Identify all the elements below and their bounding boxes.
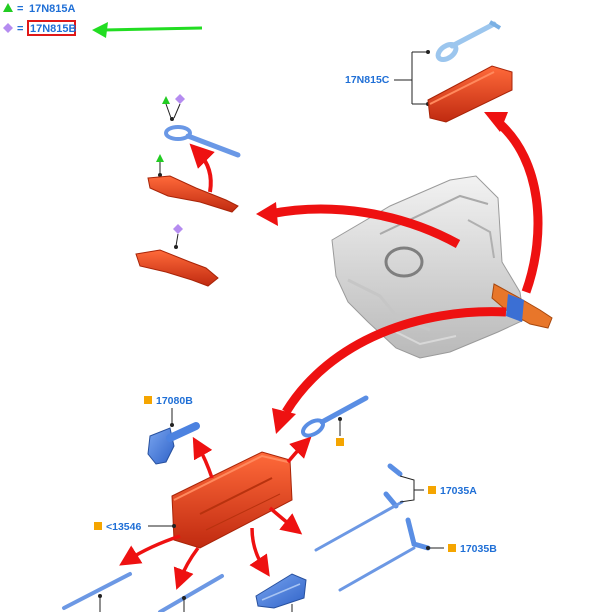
legend: = 17N815A = 17N815B xyxy=(3,3,203,38)
highlight-box xyxy=(27,20,76,36)
purple-diamond-marker xyxy=(175,94,185,104)
blue-wedge-block-icon xyxy=(255,573,307,612)
red-storage-tray-icon xyxy=(427,65,513,123)
purple-diamond-marker xyxy=(3,23,13,33)
green-triangle-marker xyxy=(156,154,164,162)
blue-lug-wrench-icon xyxy=(314,463,404,552)
marker-hook xyxy=(336,417,344,446)
legend-row-17n815b: = 17N815B xyxy=(3,20,77,36)
orange-square-marker xyxy=(94,522,102,530)
legend-row-17n815a: = 17N815A xyxy=(3,3,76,15)
vehicle-interior-illustration xyxy=(331,175,553,359)
marker-group-bracket-a xyxy=(156,154,164,177)
orange-square-marker xyxy=(428,486,436,494)
callout-17080b: 17080B xyxy=(144,395,193,427)
legend-equals: = xyxy=(17,23,23,35)
red-arrow-to-bottom xyxy=(272,307,507,434)
callout-label-17035b: 17035B xyxy=(460,543,497,555)
steering-wheel-icon xyxy=(384,246,424,278)
purple-diamond-marker xyxy=(173,224,183,234)
callout-17n815c: 17N815C xyxy=(345,50,430,106)
orange-square-marker xyxy=(144,396,152,404)
tow-eye-hook-icon xyxy=(435,20,502,63)
legend-equals: = xyxy=(17,3,23,15)
red-storage-bin-icon xyxy=(171,451,293,549)
green-triangle-marker xyxy=(3,3,13,12)
orange-square-marker xyxy=(448,544,456,552)
legend-code-17n815b: 17N815B xyxy=(30,23,77,35)
marker-group-bracket-b xyxy=(173,224,183,249)
callout-13546: <13546 xyxy=(94,521,176,533)
legend-code-17n815a: 17N815A xyxy=(29,3,76,15)
callout-17035b: 17035B xyxy=(426,543,497,555)
callout-17035a: 17035A xyxy=(399,475,477,503)
blue-jack-handle-icon xyxy=(147,422,200,465)
blue-extension-bar-icon xyxy=(338,517,431,592)
blue-rod-icon xyxy=(62,572,132,612)
red-arrow-to-top-left xyxy=(256,202,461,248)
red-bracket-icon xyxy=(147,175,239,213)
callout-label-13546: <13546 xyxy=(106,521,141,533)
blue-tow-hook-icon xyxy=(164,125,241,158)
orange-square-marker xyxy=(336,438,344,446)
callout-label-17n815c: 17N815C xyxy=(345,74,390,86)
bin-distribution-arrows xyxy=(119,436,312,590)
green-triangle-marker xyxy=(162,96,170,104)
red-arrow-to-top-right xyxy=(484,112,543,294)
callout-label-17080b: 17080B xyxy=(156,395,193,407)
blue-tow-hook-icon xyxy=(301,395,369,438)
marker-group-hook xyxy=(162,94,185,121)
red-bracket-icon xyxy=(135,249,219,287)
small-red-arrow xyxy=(189,143,215,193)
blue-rod-icon xyxy=(158,574,224,612)
green-pointer-arrow xyxy=(92,22,203,38)
callout-label-17035a: 17035A xyxy=(440,485,477,497)
